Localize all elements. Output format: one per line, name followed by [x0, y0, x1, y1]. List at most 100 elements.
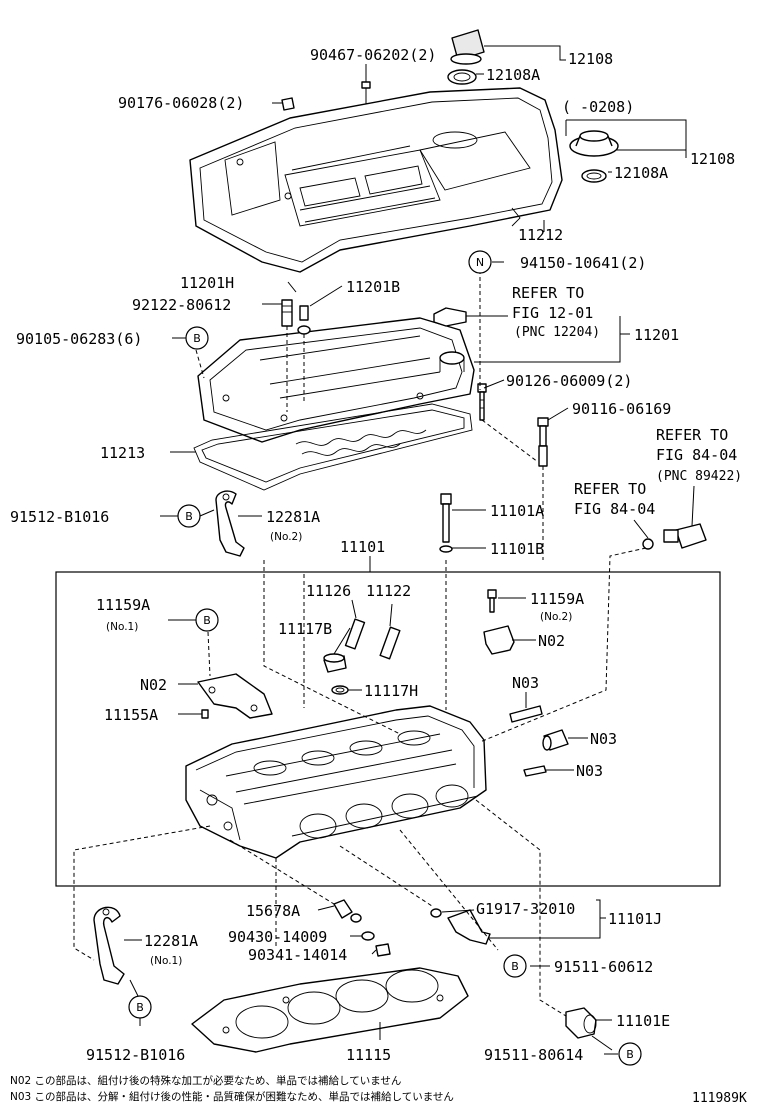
label-11117b: 11117B — [278, 620, 332, 638]
label-90126: 90126-06009(2) — [506, 372, 632, 390]
cylinder-head-gasket-illustration — [191, 967, 469, 1053]
label-94150: 94150-10641(2) — [520, 254, 646, 272]
label-n03-a: N03 — [512, 674, 539, 692]
camshaft-bearing-cap-right-illustration — [483, 625, 515, 655]
bolt-90116-illustration — [537, 417, 549, 467]
label-refer2-a: REFER TO — [656, 426, 728, 444]
svg-text:B: B — [626, 1048, 634, 1061]
engine-hanger-no2-illustration — [215, 490, 245, 557]
label-90176: 90176-06028(2) — [118, 94, 244, 112]
callout-circle-n: N — [468, 250, 492, 274]
label-refer1-b: FIG 12-01 — [512, 304, 593, 322]
label-11122: 11122 — [366, 582, 411, 600]
label-no2-b: (No.2) — [540, 611, 572, 623]
callout-circle-b-91511-a: B — [503, 954, 527, 978]
label-11101e: 11101E — [616, 1012, 670, 1030]
label-12108-right: 12108 — [690, 150, 735, 168]
label-n02-right: N02 — [538, 632, 565, 650]
callout-circle-b-91512-top: B — [177, 504, 201, 528]
label-12281a-top: 12281A — [266, 508, 320, 526]
label-range: ( -0208) — [562, 98, 634, 116]
label-refer2-b: FIG 84-04 — [656, 446, 737, 464]
grommet-11201b-illustration — [297, 305, 311, 335]
pin-11155a-illustration — [201, 709, 209, 719]
stud-92122-illustration — [281, 299, 293, 327]
svg-text:B: B — [203, 614, 211, 627]
label-11101j: 11101J — [608, 910, 662, 928]
label-12108a-right: 12108A — [614, 164, 668, 182]
engine-cover-illustration — [189, 87, 563, 273]
bolt-90467-illustration — [361, 81, 371, 104]
label-refer3-a: REFER TO — [574, 480, 646, 498]
svg-text:B: B — [136, 1001, 144, 1014]
label-11201b: 11201B — [346, 278, 400, 296]
label-11115: 11115 — [346, 1046, 391, 1064]
label-90430: 90430-14009 — [228, 928, 327, 946]
bolt-90126-illustration — [477, 383, 487, 421]
bolt-11159a-no2-illustration — [487, 589, 497, 613]
label-11101: 11101 — [340, 538, 385, 556]
label-12108-top: 12108 — [568, 50, 613, 68]
label-11101a: 11101A — [490, 502, 544, 520]
head-cover-gasket-illustration — [193, 403, 473, 491]
part-labels: 90467-06202(2) 12108 12108A 90176-06028(… — [10, 46, 742, 1064]
label-11159a-left: 11159A — [96, 596, 150, 614]
label-90341: 90341-14014 — [248, 946, 347, 964]
label-11201h: 11201H — [180, 274, 234, 292]
note-n02: N02 この部品は、組付け後の特殊な加工が必要なため、単品では補給していません — [10, 1074, 401, 1087]
cylinder-head-cover-illustration — [197, 317, 475, 443]
oil-filler-cap-right-illustration — [569, 130, 619, 183]
label-no1-b: (No.1) — [150, 955, 182, 967]
svg-text:B: B — [511, 960, 519, 973]
label-refer1-a: REFER TO — [512, 284, 584, 302]
camshaft-sensor-illustration — [430, 908, 491, 945]
label-92122: 92122-80612 — [132, 296, 231, 314]
label-11159a-right: 11159A — [530, 590, 584, 608]
label-90105: 90105-06283(6) — [16, 330, 142, 348]
label-12281a-bottom: 12281A — [144, 932, 198, 950]
label-refer3-b: FIG 84-04 — [574, 500, 655, 518]
label-91511-b: 91511-80614 — [484, 1046, 583, 1064]
label-refer2-c: (PNC 89422) — [656, 469, 742, 484]
leader-lines — [73, 45, 695, 1055]
label-11117h: 11117H — [364, 682, 418, 700]
svg-text:N: N — [476, 256, 484, 269]
oil-pressure-switch-illustration — [333, 899, 362, 923]
label-n03-c: N03 — [576, 762, 603, 780]
callout-circle-b-91511-b: B — [618, 1042, 642, 1066]
label-91512-top: 91512-B1016 — [10, 508, 109, 526]
sensor-89422-illustration — [642, 523, 707, 550]
label-no2-a: (No.2) — [270, 531, 302, 543]
label-11213: 11213 — [100, 444, 145, 462]
svg-text:B: B — [193, 332, 201, 345]
engine-hanger-no1-illustration — [93, 906, 125, 985]
svg-text:B: B — [185, 510, 193, 523]
oil-filler-cap-top-illustration — [447, 29, 485, 85]
crank-sensor-illustration — [565, 1007, 597, 1039]
label-n02-left: N02 — [140, 676, 167, 694]
label-n03-b: N03 — [590, 730, 617, 748]
pcv-valve-illustration — [433, 307, 478, 327]
callout-circle-b-91512-bot: B — [128, 995, 152, 1019]
label-11212: 11212 — [518, 226, 563, 244]
nut-90176-illustration — [281, 97, 295, 111]
sleeve-n03-b-illustration — [542, 729, 569, 751]
label-11201: 11201 — [634, 326, 679, 344]
label-91512-bottom: 91512-B1016 — [86, 1046, 185, 1064]
camshaft-bearing-cap-left-illustration — [197, 673, 273, 719]
label-g1917: G1917-32010 — [476, 900, 575, 918]
label-refer1-c: (PNC 12204) — [514, 325, 600, 340]
bolt-11101a-illustration — [439, 493, 453, 553]
label-11155a: 11155A — [104, 706, 158, 724]
cylinder-head-illustration — [185, 705, 487, 859]
label-90467: 90467-06202(2) — [310, 46, 436, 64]
footnotes: N02 この部品は、組付け後の特殊な加工が必要なため、単品では補給していません … — [10, 1074, 747, 1106]
diagram-id: 111989K — [692, 1091, 747, 1106]
label-no1-a: (No.1) — [106, 621, 138, 633]
plug-90430-illustration — [361, 931, 375, 941]
label-91511-a: 91511-60612 — [554, 958, 653, 976]
label-11126: 11126 — [306, 582, 351, 600]
callout-circle-b-90105: B — [185, 326, 209, 350]
label-12108a-top: 12108A — [486, 66, 540, 84]
